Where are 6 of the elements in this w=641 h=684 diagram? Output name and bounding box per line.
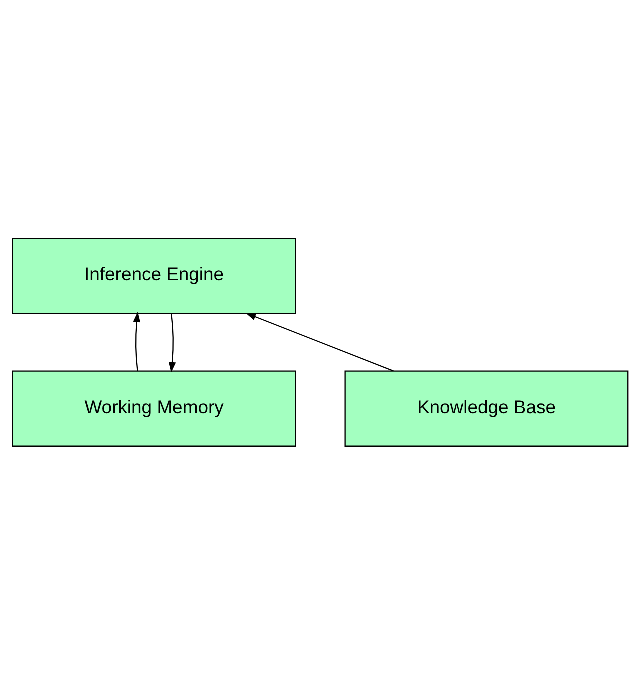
arrow — [168, 313, 176, 372]
node-box: Knowledge Base — [344, 370, 629, 446]
arrow — [133, 311, 141, 371]
node-box: Inference Engine — [12, 238, 296, 314]
node-box: Working Memory — [12, 370, 296, 446]
arrow — [246, 312, 394, 372]
